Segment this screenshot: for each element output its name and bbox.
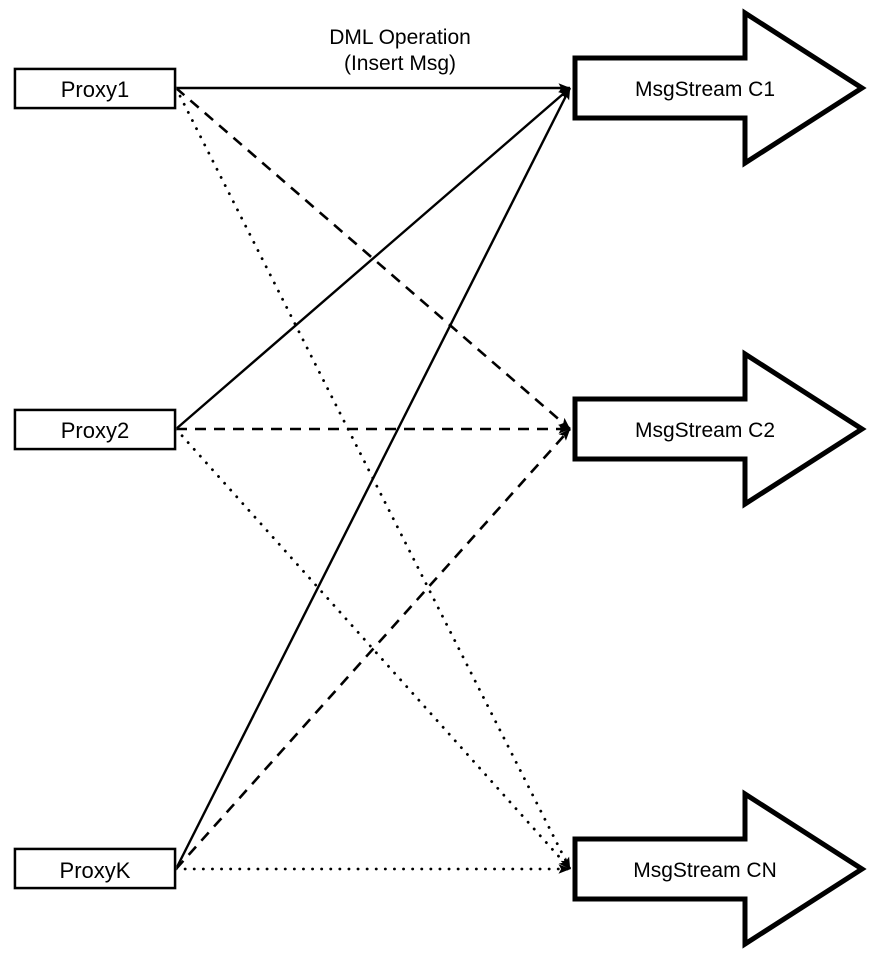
proxy-node-proxy2[interactable]: Proxy2 — [13, 408, 177, 451]
connection-proxyk-stream-c1 — [174, 87, 572, 870]
edge-label-dml-operation: DML Operation (Insert Msg) — [329, 26, 471, 75]
proxyk-label: ProxyK — [60, 858, 131, 883]
msgstream-c2-label: MsgStream C2 — [635, 419, 775, 442]
msgstream-c1-arrow-shape[interactable] — [572, 8, 867, 168]
proxy2-label: Proxy2 — [61, 418, 129, 443]
connection-proxy2-stream-c1 — [175, 87, 571, 430]
msgstream-c1-label: MsgStream C1 — [635, 78, 775, 101]
proxy-node-proxyk[interactable]: ProxyK — [13, 847, 177, 890]
msgstream-cn-label: MsgStream CN — [633, 859, 777, 882]
connection-proxy2-stream-cn — [174, 427, 572, 871]
connection-proxy1-stream-c2 — [175, 87, 571, 430]
proxyk-box[interactable] — [13, 847, 177, 890]
edge-label-line1: DML Operation — [329, 26, 471, 49]
proxy1-box[interactable] — [13, 67, 177, 110]
msgstream-node-cn[interactable]: MsgStream CN — [572, 789, 867, 949]
proxy2-box[interactable] — [13, 408, 177, 451]
msgstream-node-c2[interactable]: MsgStream C2 — [572, 349, 867, 509]
connections-layer — [174, 83, 572, 874]
proxy-node-proxy1[interactable]: Proxy1 — [13, 67, 177, 110]
msgstream-cn-arrow-shape[interactable] — [572, 789, 867, 949]
msgstream-node-c1[interactable]: MsgStream C1 — [572, 8, 867, 168]
msgstream-c2-arrow-shape[interactable] — [572, 349, 867, 509]
proxy1-label: Proxy1 — [61, 77, 129, 102]
connection-proxyk-stream-c2 — [175, 428, 571, 870]
edge-label-line2: (Insert Msg) — [344, 52, 456, 75]
